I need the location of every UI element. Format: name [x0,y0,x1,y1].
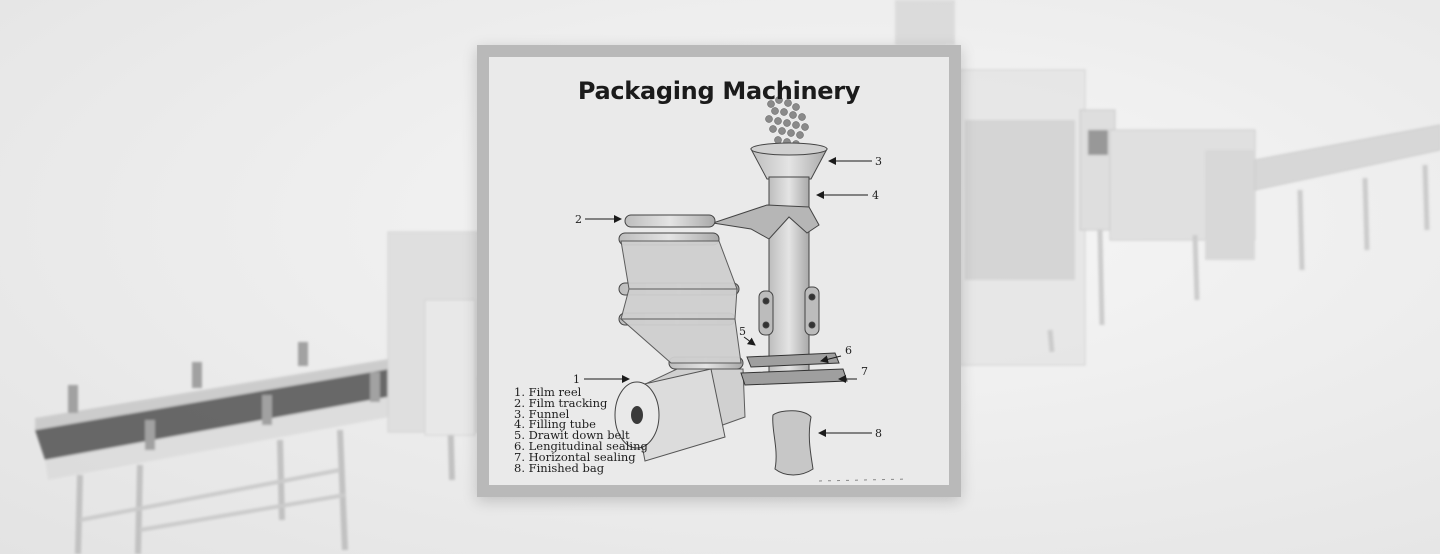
callout-4: 4 [872,189,879,202]
legend-item-drawdown-belt: 5. Drawit down belt [514,428,630,443]
forming-collar [712,204,820,240]
legend-item-film-tracking: 2. Film tracking [514,395,608,410]
drawdown-belts [758,286,820,336]
legend-item-longitudinal-sealing: 6. Lengitudinal sealing [514,438,648,453]
legend-item-filling-tube: 4. Filling tube [514,417,596,432]
callout-6: 6 [845,344,852,357]
film-reel [614,368,726,462]
legend-item-funnel: 3. Funnel [514,406,570,421]
diagram-card: 2 3 4 5 6 7 1 8 Packaging Machinery 1. F… [477,45,961,497]
finished-bag [772,410,814,476]
horizontal-sealing-jaws [740,352,848,386]
legend-item-film-reel: 1. Film reel [514,385,582,399]
diagram-title: Packaging Machinery [577,77,861,105]
legend-item-horizontal-sealing: 7. Horizontal sealing [514,449,636,464]
callout-5: 5 [739,325,746,338]
diagram-panel: 2 3 4 5 6 7 1 8 Packaging Machinery 1. F… [489,57,949,485]
callout-2: 2 [575,213,582,226]
vffs-machine-illustration: 2 3 4 5 6 7 1 8 [573,96,910,482]
callout-7: 7 [861,365,868,378]
callout-1: 1 [573,373,580,386]
legend-item-finished-bag: 8. Finished bag [514,460,605,475]
callout-8: 8 [875,427,882,440]
callout-3: 3 [875,155,882,168]
legend-list: 1. Film reel 2. Film tracking 3. Funnel … [514,385,648,475]
